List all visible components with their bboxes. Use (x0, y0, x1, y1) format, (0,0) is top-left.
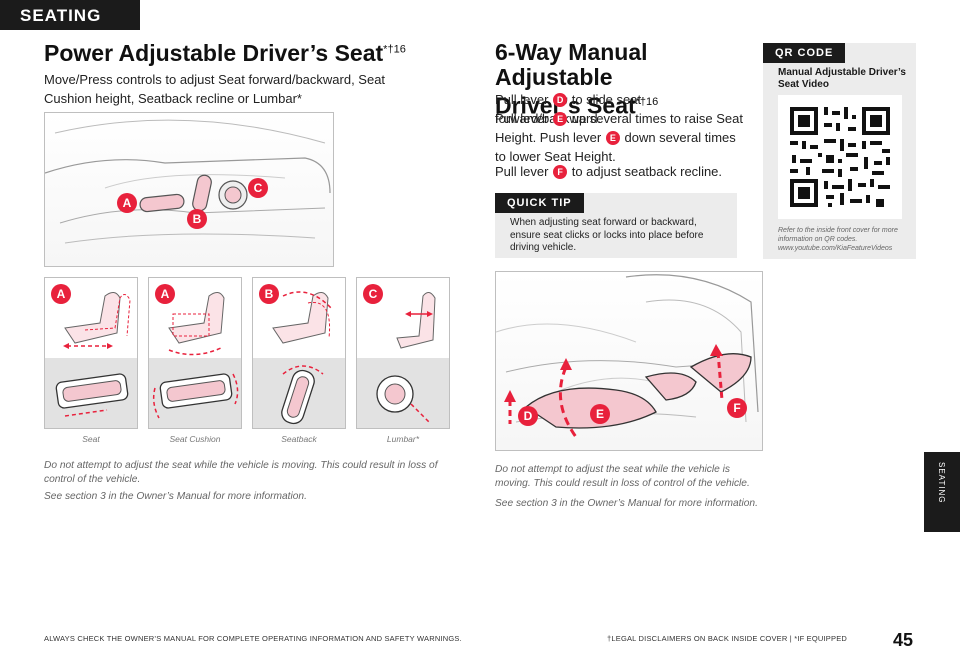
panel-cushion-callout: A (155, 284, 175, 304)
panel-seat-callout: A (51, 284, 71, 304)
instruction-e-mid: up several times to raise Seat Height. P… (495, 111, 743, 145)
instruction-e: Pull lever E up several times to raise S… (495, 109, 745, 166)
instruction-d-pre: Pull lever (495, 92, 549, 107)
lever-e-badge: E (553, 112, 568, 126)
instruction-d: Pull lever D to slide seat forward/backw… (495, 90, 745, 128)
qr-label: QR CODE (763, 43, 846, 63)
panel-seat: A (44, 277, 138, 429)
power-seat-title-text: Power Adjustable Driver’s Seat (44, 40, 384, 66)
qr-title[interactable]: Manual Adjustable Driver’s Seat Video (778, 67, 906, 90)
side-tab[interactable]: SEATING (924, 452, 960, 532)
power-seat-photo (44, 112, 334, 267)
panel-lumbar-callout: C (363, 284, 383, 304)
quick-tip-text: When adjusting seat forward or backward,… (510, 217, 704, 253)
lever-e-badge-2: E (605, 131, 620, 145)
panel-lumbar: C (356, 277, 450, 429)
instruction-f-post: to adjust seatback recline. (571, 164, 723, 179)
instruction-f-pre: Pull lever (495, 164, 549, 179)
instruction-f: Pull lever F to adjust seatback recline. (495, 162, 745, 181)
callout-b: B (187, 209, 207, 229)
section-tag: SEATING (0, 0, 140, 30)
lever-f-badge: F (553, 165, 568, 179)
qr-code[interactable] (778, 95, 902, 219)
panel-seatback: B (252, 277, 346, 429)
callout-f: F (727, 398, 747, 418)
manual-seat-photo (495, 271, 763, 451)
caption-lumbar: Lumbar* (386, 434, 420, 444)
middle-see-manual: See section 3 in the Owner’s Manual for … (495, 498, 758, 509)
left-warning: Do not attempt to adjust the seat while … (44, 460, 438, 485)
page-number: 45 (893, 630, 914, 650)
caption-seat-cushion: Seat Cushion (169, 434, 221, 444)
middle-warning: Do not attempt to adjust the seat while … (495, 464, 750, 489)
lever-d-badge: D (553, 93, 568, 107)
callout-a: A (117, 193, 137, 213)
footer-legal: †LEGAL DISCLAIMERS ON BACK INSIDE COVER … (607, 634, 848, 643)
left-see-manual: See section 3 in the Owner’s Manual for … (44, 491, 307, 502)
instruction-e-post: down several times to lower Seat Height. (495, 130, 736, 164)
footer-warning: ALWAYS CHECK THE OWNER’S MANUAL FOR COMP… (44, 634, 462, 643)
panel-seat-cushion: A (148, 277, 242, 429)
instruction-e-pre: Pull lever (495, 111, 549, 126)
caption-seat: Seat (82, 434, 100, 444)
manual-title-superscript: *†16 (635, 96, 659, 108)
manual-seat-title-line1: 6-Way Manual Adjustable (495, 39, 648, 90)
panel-seatback-callout: B (259, 284, 279, 304)
callout-d: D (518, 406, 538, 426)
callout-e: E (590, 404, 610, 424)
instruction-d-post: to slide seat forward/backward. (495, 92, 642, 126)
power-seat-title: Power Adjustable Driver’s Seat*†16 (44, 40, 464, 67)
caption-seatback: Seatback (281, 434, 317, 444)
qr-note: Refer to the inside front cover for more… (778, 227, 898, 252)
quick-tip-label: QUICK TIP (495, 193, 584, 213)
callout-c: C (248, 178, 268, 198)
manual-seat-title: 6-Way Manual Adjustable Driver’s Seat*†1… (495, 40, 755, 119)
title-superscript: *†16 (383, 43, 406, 56)
side-tab-label: SEATING (937, 462, 946, 504)
